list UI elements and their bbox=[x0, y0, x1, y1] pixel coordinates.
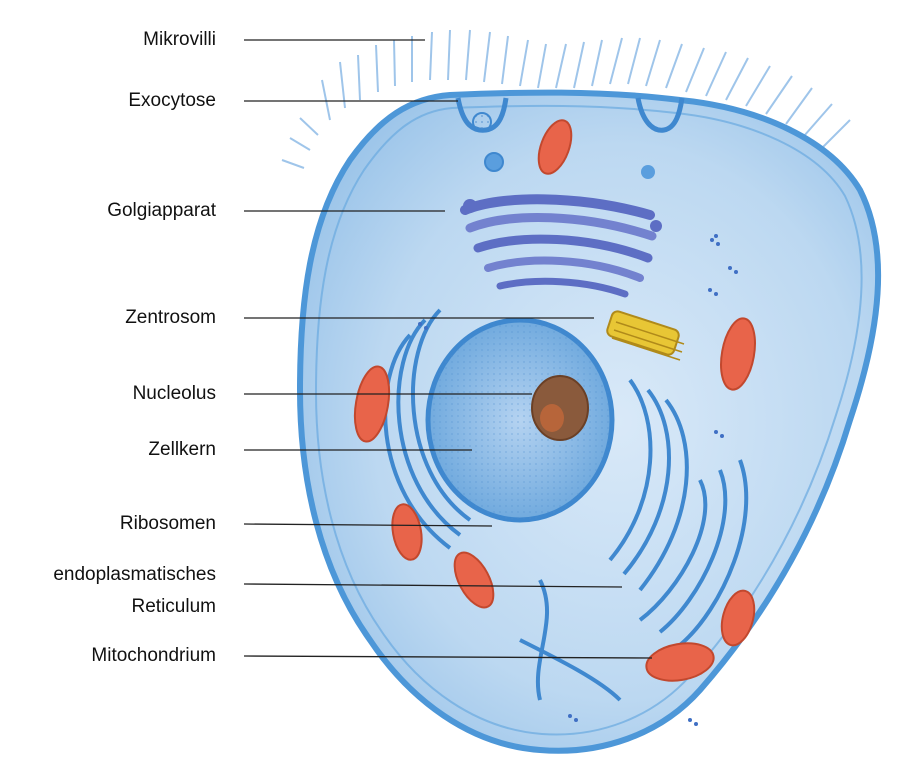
nucleolus bbox=[532, 376, 588, 440]
label-ribosomes: Ribosomen bbox=[120, 511, 216, 537]
label-er-line2: Reticulum bbox=[132, 592, 216, 622]
label-golgi: Golgiapparat bbox=[107, 198, 216, 224]
label-nucleus: Zellkern bbox=[148, 437, 216, 463]
label-nucleolus: Nucleolus bbox=[133, 381, 216, 407]
label-er-line1: endoplasmatisches bbox=[53, 560, 216, 590]
label-mitochondrion: Mitochondrium bbox=[91, 643, 216, 669]
label-exocytosis: Exocytose bbox=[128, 88, 216, 114]
label-microvilli: Mikrovilli bbox=[143, 27, 216, 53]
label-centrosome: Zentrosom bbox=[125, 305, 216, 331]
